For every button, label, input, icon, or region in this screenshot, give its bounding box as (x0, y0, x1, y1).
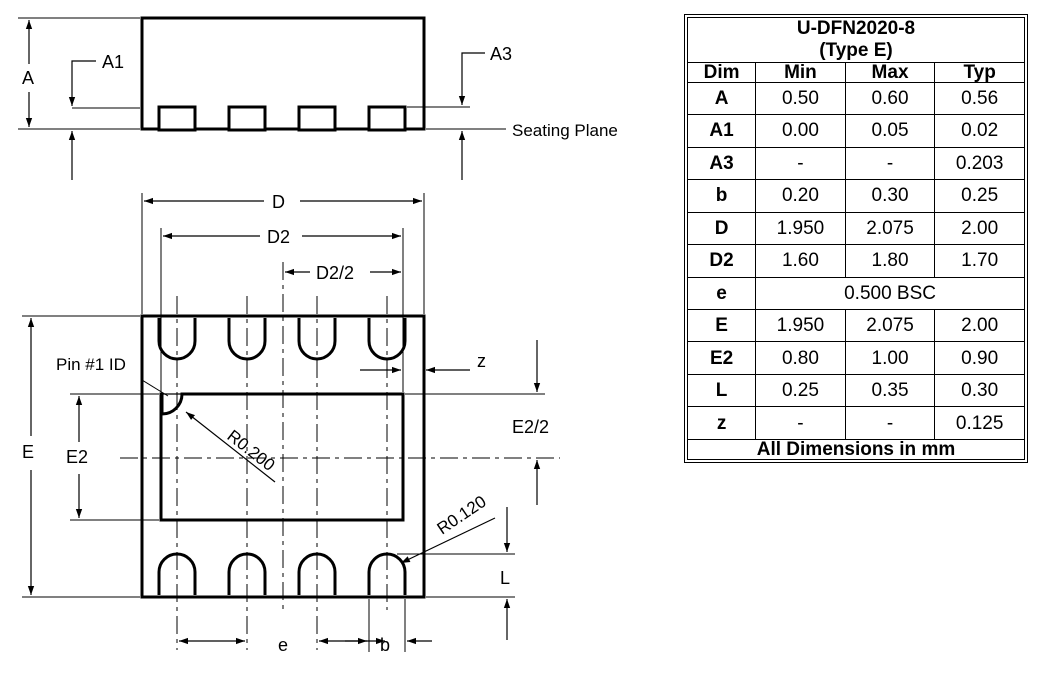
table-row: A3--0.203 (686, 146, 1025, 181)
cell-min: 0.25 (755, 373, 846, 408)
table-title-row: U-DFN2020-8 (Type E) (687, 17, 1025, 63)
table-title: U-DFN2020-8 (Type E) (687, 17, 1025, 63)
cell-min: - (755, 146, 846, 181)
label-E2-half: E2/2 (512, 417, 549, 437)
header-typ: Typ (934, 61, 1025, 83)
top-leads (157, 318, 407, 361)
cell-dim: E2 (686, 341, 757, 375)
side-view-body (140, 16, 426, 131)
cell-dim: e (686, 276, 757, 310)
header-max: Max (844, 61, 936, 83)
cell-min: 1.60 (755, 244, 846, 278)
cell-typ: 0.02 (934, 114, 1025, 148)
cell-max: 0.60 (844, 81, 936, 116)
table-header-row: Dim Min Max Typ (686, 61, 1025, 83)
cell-min: 0.00 (755, 114, 846, 148)
header-dim: Dim (686, 61, 757, 83)
label-R0120: R0.120 (434, 492, 490, 538)
cell-dim: D2 (686, 244, 757, 278)
label-D: D (272, 192, 285, 212)
table-row: z--0.125 (686, 406, 1025, 440)
cell-min: 0.80 (755, 341, 846, 375)
bottom-leads (157, 552, 407, 595)
cell-dim: A (686, 81, 757, 116)
cell-max: - (844, 406, 936, 440)
cell-max: 1.00 (844, 341, 936, 375)
header-min: Min (755, 61, 846, 83)
cell-max: 2.075 (844, 308, 936, 343)
label-A: A (22, 68, 34, 88)
cell-dim: L (686, 373, 757, 408)
label-z: z (477, 351, 486, 371)
side-view-leads (157, 105, 407, 132)
label-L: L (500, 568, 510, 588)
cell-max: 0.05 (844, 114, 936, 148)
cell-max: - (844, 146, 936, 181)
cell-max: 2.075 (844, 211, 936, 246)
cell-dim: z (686, 406, 757, 440)
table-footer: All Dimensions in mm (687, 439, 1025, 460)
cell-typ: 0.25 (934, 179, 1025, 213)
package-drawing: A A1 A3 Seating Plane (18, 16, 618, 655)
cell-max: 0.35 (844, 373, 936, 408)
label-A1: A1 (102, 52, 124, 72)
cell-dim: A1 (686, 114, 757, 148)
cell-dim: D (686, 211, 757, 246)
cell-typ: 2.00 (934, 308, 1025, 343)
cell-span: 0.500 BSC (755, 276, 1025, 310)
table-title-line1: U-DFN2020-8 (796, 18, 916, 39)
label-A3: A3 (490, 44, 512, 64)
label-D2-half: D2/2 (316, 263, 354, 283)
label-E: E (22, 442, 34, 462)
cell-typ: 0.90 (934, 341, 1025, 375)
label-seating-plane: Seating Plane (512, 121, 618, 140)
label-b: b (380, 635, 390, 655)
cell-min: - (755, 406, 846, 440)
cell-dim: E (686, 308, 757, 343)
table-title-line2: (Type E) (819, 39, 893, 61)
cell-typ: 2.00 (934, 211, 1025, 246)
cell-max: 1.80 (844, 244, 936, 278)
bottom-view (22, 193, 560, 652)
side-view (18, 16, 506, 180)
label-E2: E2 (66, 447, 88, 467)
exposed-pad (159, 392, 405, 522)
cell-dim: A3 (686, 146, 757, 181)
label-e: e (278, 635, 288, 655)
cell-min: 0.20 (755, 179, 846, 213)
cell-typ: 0.125 (934, 406, 1025, 440)
cell-typ: 0.56 (934, 81, 1025, 116)
cell-typ: 0.30 (934, 373, 1025, 408)
cell-min: 1.950 (755, 308, 846, 343)
cell-dim: b (686, 179, 757, 213)
table-footer-row: All Dimensions in mm (687, 439, 1025, 460)
cell-max: 0.30 (844, 179, 936, 213)
label-pin1-id: Pin #1 ID (56, 355, 126, 374)
cell-typ: 1.70 (934, 244, 1025, 278)
cell-min: 0.50 (755, 81, 846, 116)
cell-typ: 0.203 (934, 146, 1025, 181)
cell-min: 1.950 (755, 211, 846, 246)
label-D2: D2 (267, 227, 290, 247)
